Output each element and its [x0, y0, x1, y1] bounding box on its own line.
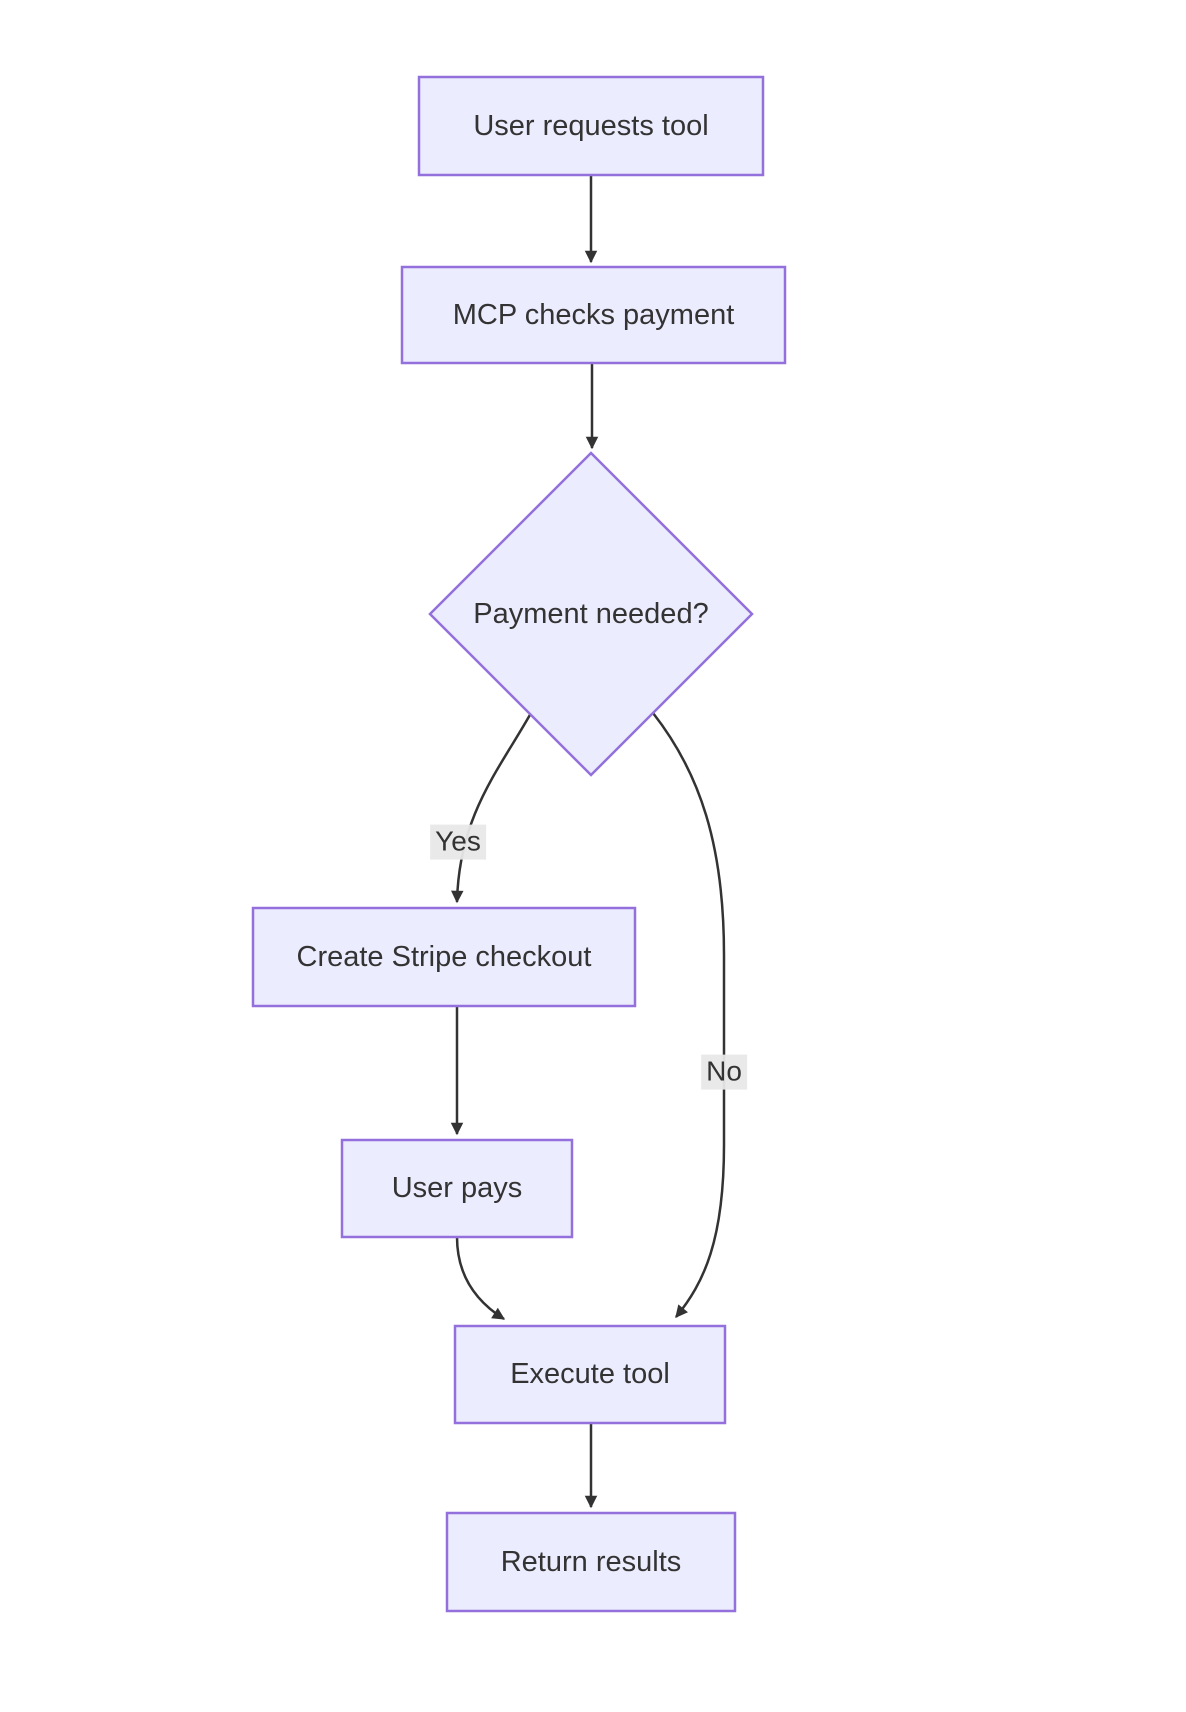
node-user-pays[interactable] — [340, 1138, 574, 1239]
edge-label-no: No — [701, 1054, 747, 1090]
node-execute-tool[interactable] — [453, 1324, 727, 1425]
edges-layer — [450, 175, 726, 1509]
nodes-layer — [251, 75, 787, 1613]
node-payment-needed-diamond[interactable] — [428, 451, 754, 777]
node-mcp-checks-payment[interactable] — [400, 265, 787, 365]
node-create-stripe-checkout[interactable] — [251, 906, 637, 1008]
edge-label-yes: Yes — [430, 824, 486, 860]
node-return-results[interactable] — [445, 1511, 737, 1613]
edge-payment-needed-no-to-execute-tool — [652, 712, 726, 1318]
edge-user-pays-to-execute-tool — [455, 1236, 506, 1321]
node-user-requests-tool[interactable] — [417, 75, 765, 177]
edge-payment-needed-yes-to-create-checkout — [451, 712, 533, 904]
